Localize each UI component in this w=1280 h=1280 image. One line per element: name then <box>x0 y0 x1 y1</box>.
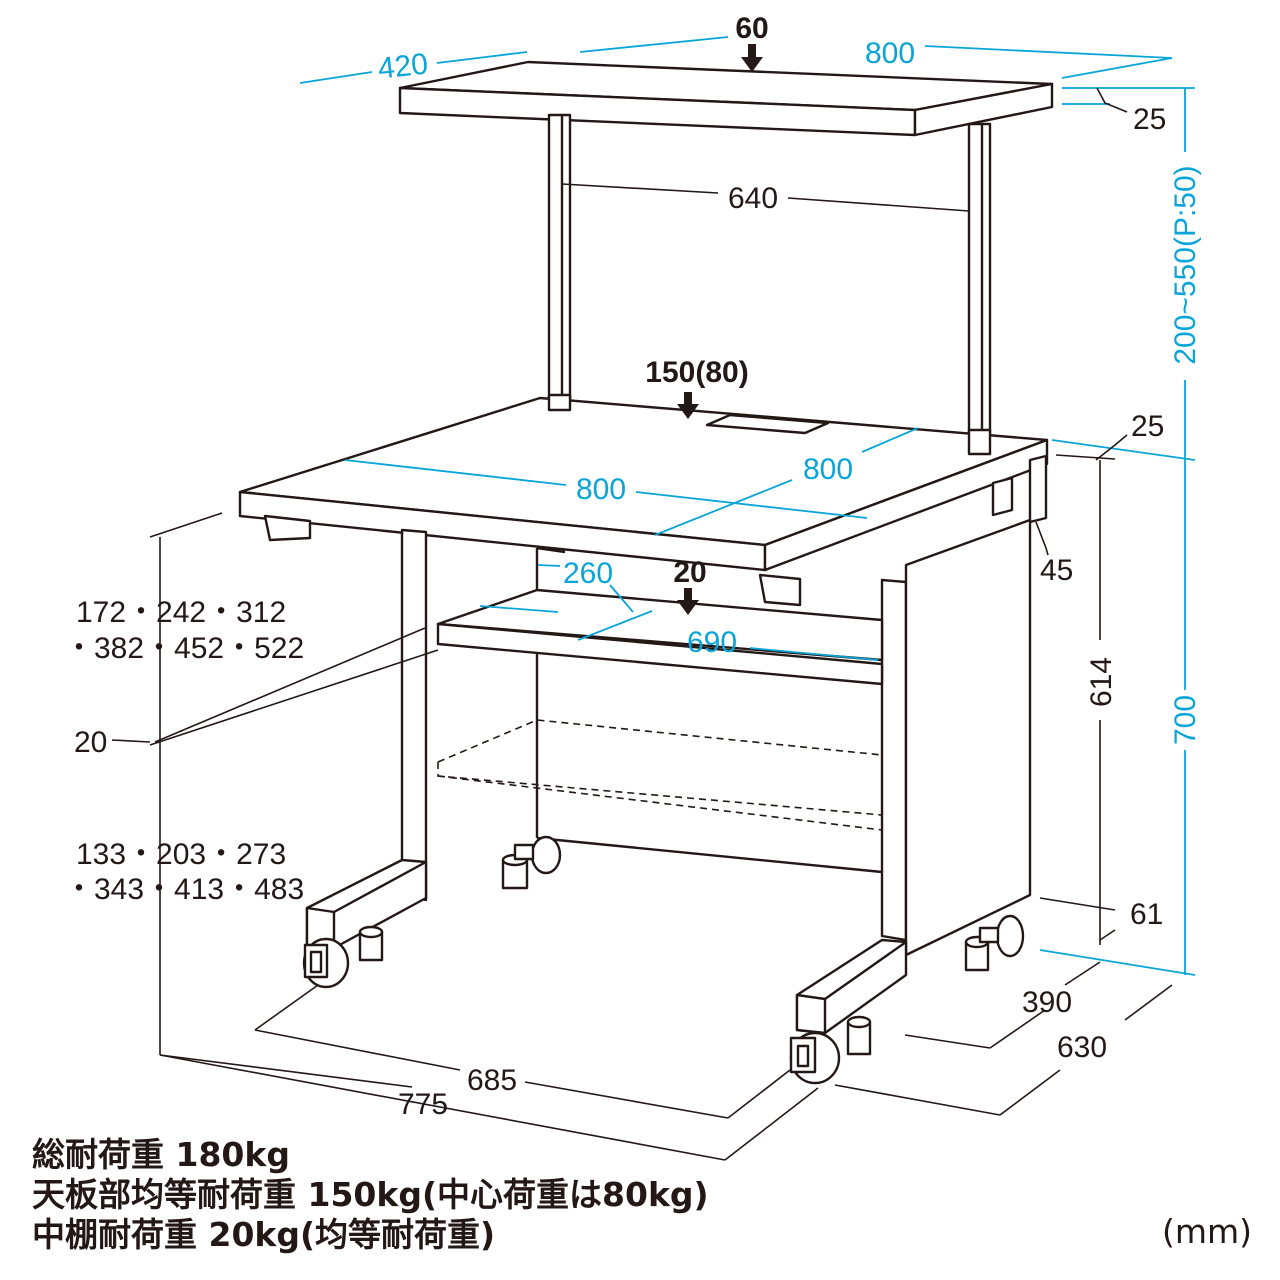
outer-depth-label: 630 <box>1057 1031 1107 1064</box>
desk-dimensions <box>344 427 1196 976</box>
total-height-label: 700 <box>1169 695 1202 745</box>
outer-width-label: 775 <box>398 1088 448 1121</box>
rear-casters <box>501 835 1025 972</box>
middle-shelf <box>436 588 884 686</box>
right-dimensions <box>834 460 1173 1116</box>
upright-span-label: 640 <box>728 182 778 215</box>
base-height-label: 61 <box>1130 898 1163 931</box>
desk-depth-label: 800 <box>803 453 853 486</box>
desk-load-label: 150(80) <box>645 356 748 389</box>
top-shelf-depth-label: 420 <box>376 48 429 86</box>
left-foot <box>302 858 428 989</box>
note-shelf-load: 中棚耐荷重 20kg(均等耐荷重) <box>32 1215 496 1254</box>
desk-thickness-label: 25 <box>1131 410 1164 443</box>
desk-top <box>238 393 1049 572</box>
mid-shelf-heights-line1: 172・242・312 <box>76 596 286 629</box>
inner-depth-label: 390 <box>1022 986 1072 1019</box>
mid-shelf-load-label: 20 <box>673 556 706 589</box>
middle-shelf-dimensions <box>479 564 879 661</box>
right-foot <box>789 938 908 1085</box>
top-shelf-dimensions <box>299 36 1195 458</box>
top-shelf-load-label: 60 <box>735 12 768 45</box>
note-total-load: 総耐荷重 180kg <box>32 1135 290 1174</box>
mid-shelf-thickness-label: 20 <box>74 726 107 759</box>
knee-height-label: 614 <box>1085 657 1118 707</box>
mid-shelf-depth-label: 260 <box>563 557 613 590</box>
desk-width-label: 800 <box>576 473 626 506</box>
load-arrow-shelf <box>677 588 699 615</box>
load-arrow-desk <box>677 392 699 419</box>
desk-frame <box>400 518 1032 957</box>
mid-shelf-width-label: 690 <box>687 626 737 659</box>
load-notes: 総耐荷重 180kg 天板部均等耐荷重 150kg(中心荷重は80kg) 中棚耐… <box>32 1135 709 1255</box>
top-shelf <box>398 60 1054 137</box>
mid-shelf-heights-line2: ・382・452・522 <box>64 632 304 665</box>
inner-width-label: 685 <box>467 1064 517 1097</box>
lower-heights-line2: ・343・413・483 <box>64 873 304 906</box>
apron-label: 45 <box>1040 554 1073 587</box>
unit-label: (mm) <box>1161 1212 1252 1251</box>
lower-shelf-position <box>437 719 883 831</box>
top-shelf-height-label: 200~550(P:50) <box>1169 165 1202 364</box>
top-shelf-width-label: 800 <box>865 37 915 70</box>
desk-brackets <box>263 454 1048 607</box>
left-dimensions <box>111 512 819 1161</box>
top-shelf-thickness-label: 25 <box>1133 103 1166 136</box>
note-desk-load: 天板部均等耐荷重 150kg(中心荷重は80kg) <box>32 1175 709 1214</box>
load-arrow-top <box>741 44 763 72</box>
lower-heights-line1: 133・203・273 <box>76 838 286 871</box>
